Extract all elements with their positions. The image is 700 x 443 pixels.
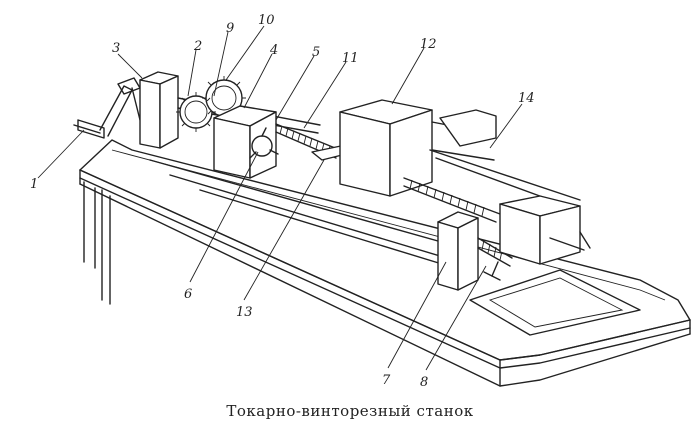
- tailstock-support: [437, 211, 515, 291]
- label-13: 13: [236, 305, 253, 320]
- label-14: 14: [518, 91, 535, 106]
- bed-ways: [149, 159, 471, 269]
- label-11: 11: [342, 51, 359, 66]
- label-6: 6: [184, 287, 192, 302]
- label-10: 10: [258, 13, 275, 28]
- hand-crank: [73, 77, 141, 139]
- label-12: 12: [420, 37, 437, 52]
- figure-caption: Токарно-винторезный станок: [226, 402, 474, 420]
- headstock-block: [139, 71, 179, 149]
- lathe-bed: [79, 139, 691, 387]
- label-1: 1: [30, 177, 38, 192]
- part-labels: 1 3 2 9 10 4 5 11 12 14 6 13 7 8: [30, 13, 535, 390]
- label-2: 2: [193, 39, 202, 54]
- label-8: 8: [420, 375, 428, 390]
- lead-screw: [403, 177, 501, 223]
- leader-lines: [37, 25, 523, 371]
- gear-train: [176, 76, 246, 132]
- carriage: [339, 99, 497, 197]
- label-5: 5: [312, 45, 320, 60]
- label-4: 4: [269, 43, 278, 58]
- label-7: 7: [382, 373, 391, 388]
- chuck-box: [213, 105, 279, 179]
- tailstock: [499, 195, 591, 265]
- label-3: 3: [112, 41, 120, 56]
- label-9: 9: [226, 21, 234, 36]
